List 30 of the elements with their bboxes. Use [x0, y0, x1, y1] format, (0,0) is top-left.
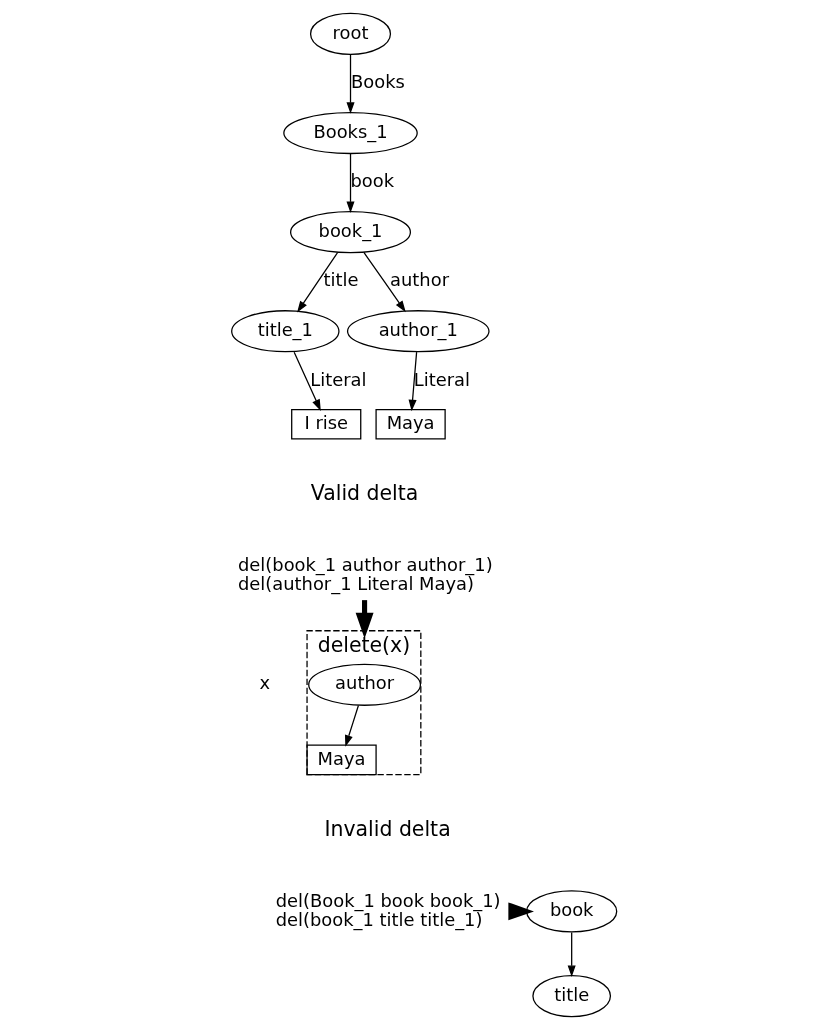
node-ellipse: title_1 — [230, 310, 340, 353]
node-label: x — [259, 672, 270, 694]
node-text: del(book_1 author author_1) del(author_1 Literal Maya) — [237, 553, 493, 595]
label: Invalid delta — [323, 816, 451, 841]
arrow — [362, 251, 406, 313]
node-box: I rise — [290, 408, 361, 440]
arrow — [344, 704, 359, 747]
node-ellipse: Books_1 — [282, 111, 418, 155]
edge-label: book — [349, 170, 394, 192]
node-box: Maya — [305, 744, 377, 776]
node-ellipse: title — [531, 974, 611, 1018]
node-ellipse: book — [525, 890, 617, 933]
arrow — [293, 351, 321, 412]
label: Valid delta — [310, 481, 418, 506]
edge-label: Literal — [309, 368, 366, 390]
node-box: Maya — [374, 408, 446, 440]
arrow — [345, 54, 355, 114]
arrow — [345, 153, 355, 213]
arrow — [567, 931, 576, 978]
node-text: del(Book_1 book book_1) del(book_1 title title_1) — [275, 889, 501, 930]
node-ellipse: author — [307, 663, 421, 706]
edge-label: Literal — [413, 368, 470, 390]
node-ellipse: root — [309, 12, 391, 56]
node-ellipse: author_1 — [346, 310, 490, 353]
edge-label: author — [389, 269, 449, 291]
edge-label: Books — [350, 71, 405, 93]
node-ellipse: book_1 — [289, 211, 411, 254]
arrow — [296, 251, 338, 313]
edge-label: title — [322, 269, 358, 291]
arrow — [408, 351, 417, 412]
